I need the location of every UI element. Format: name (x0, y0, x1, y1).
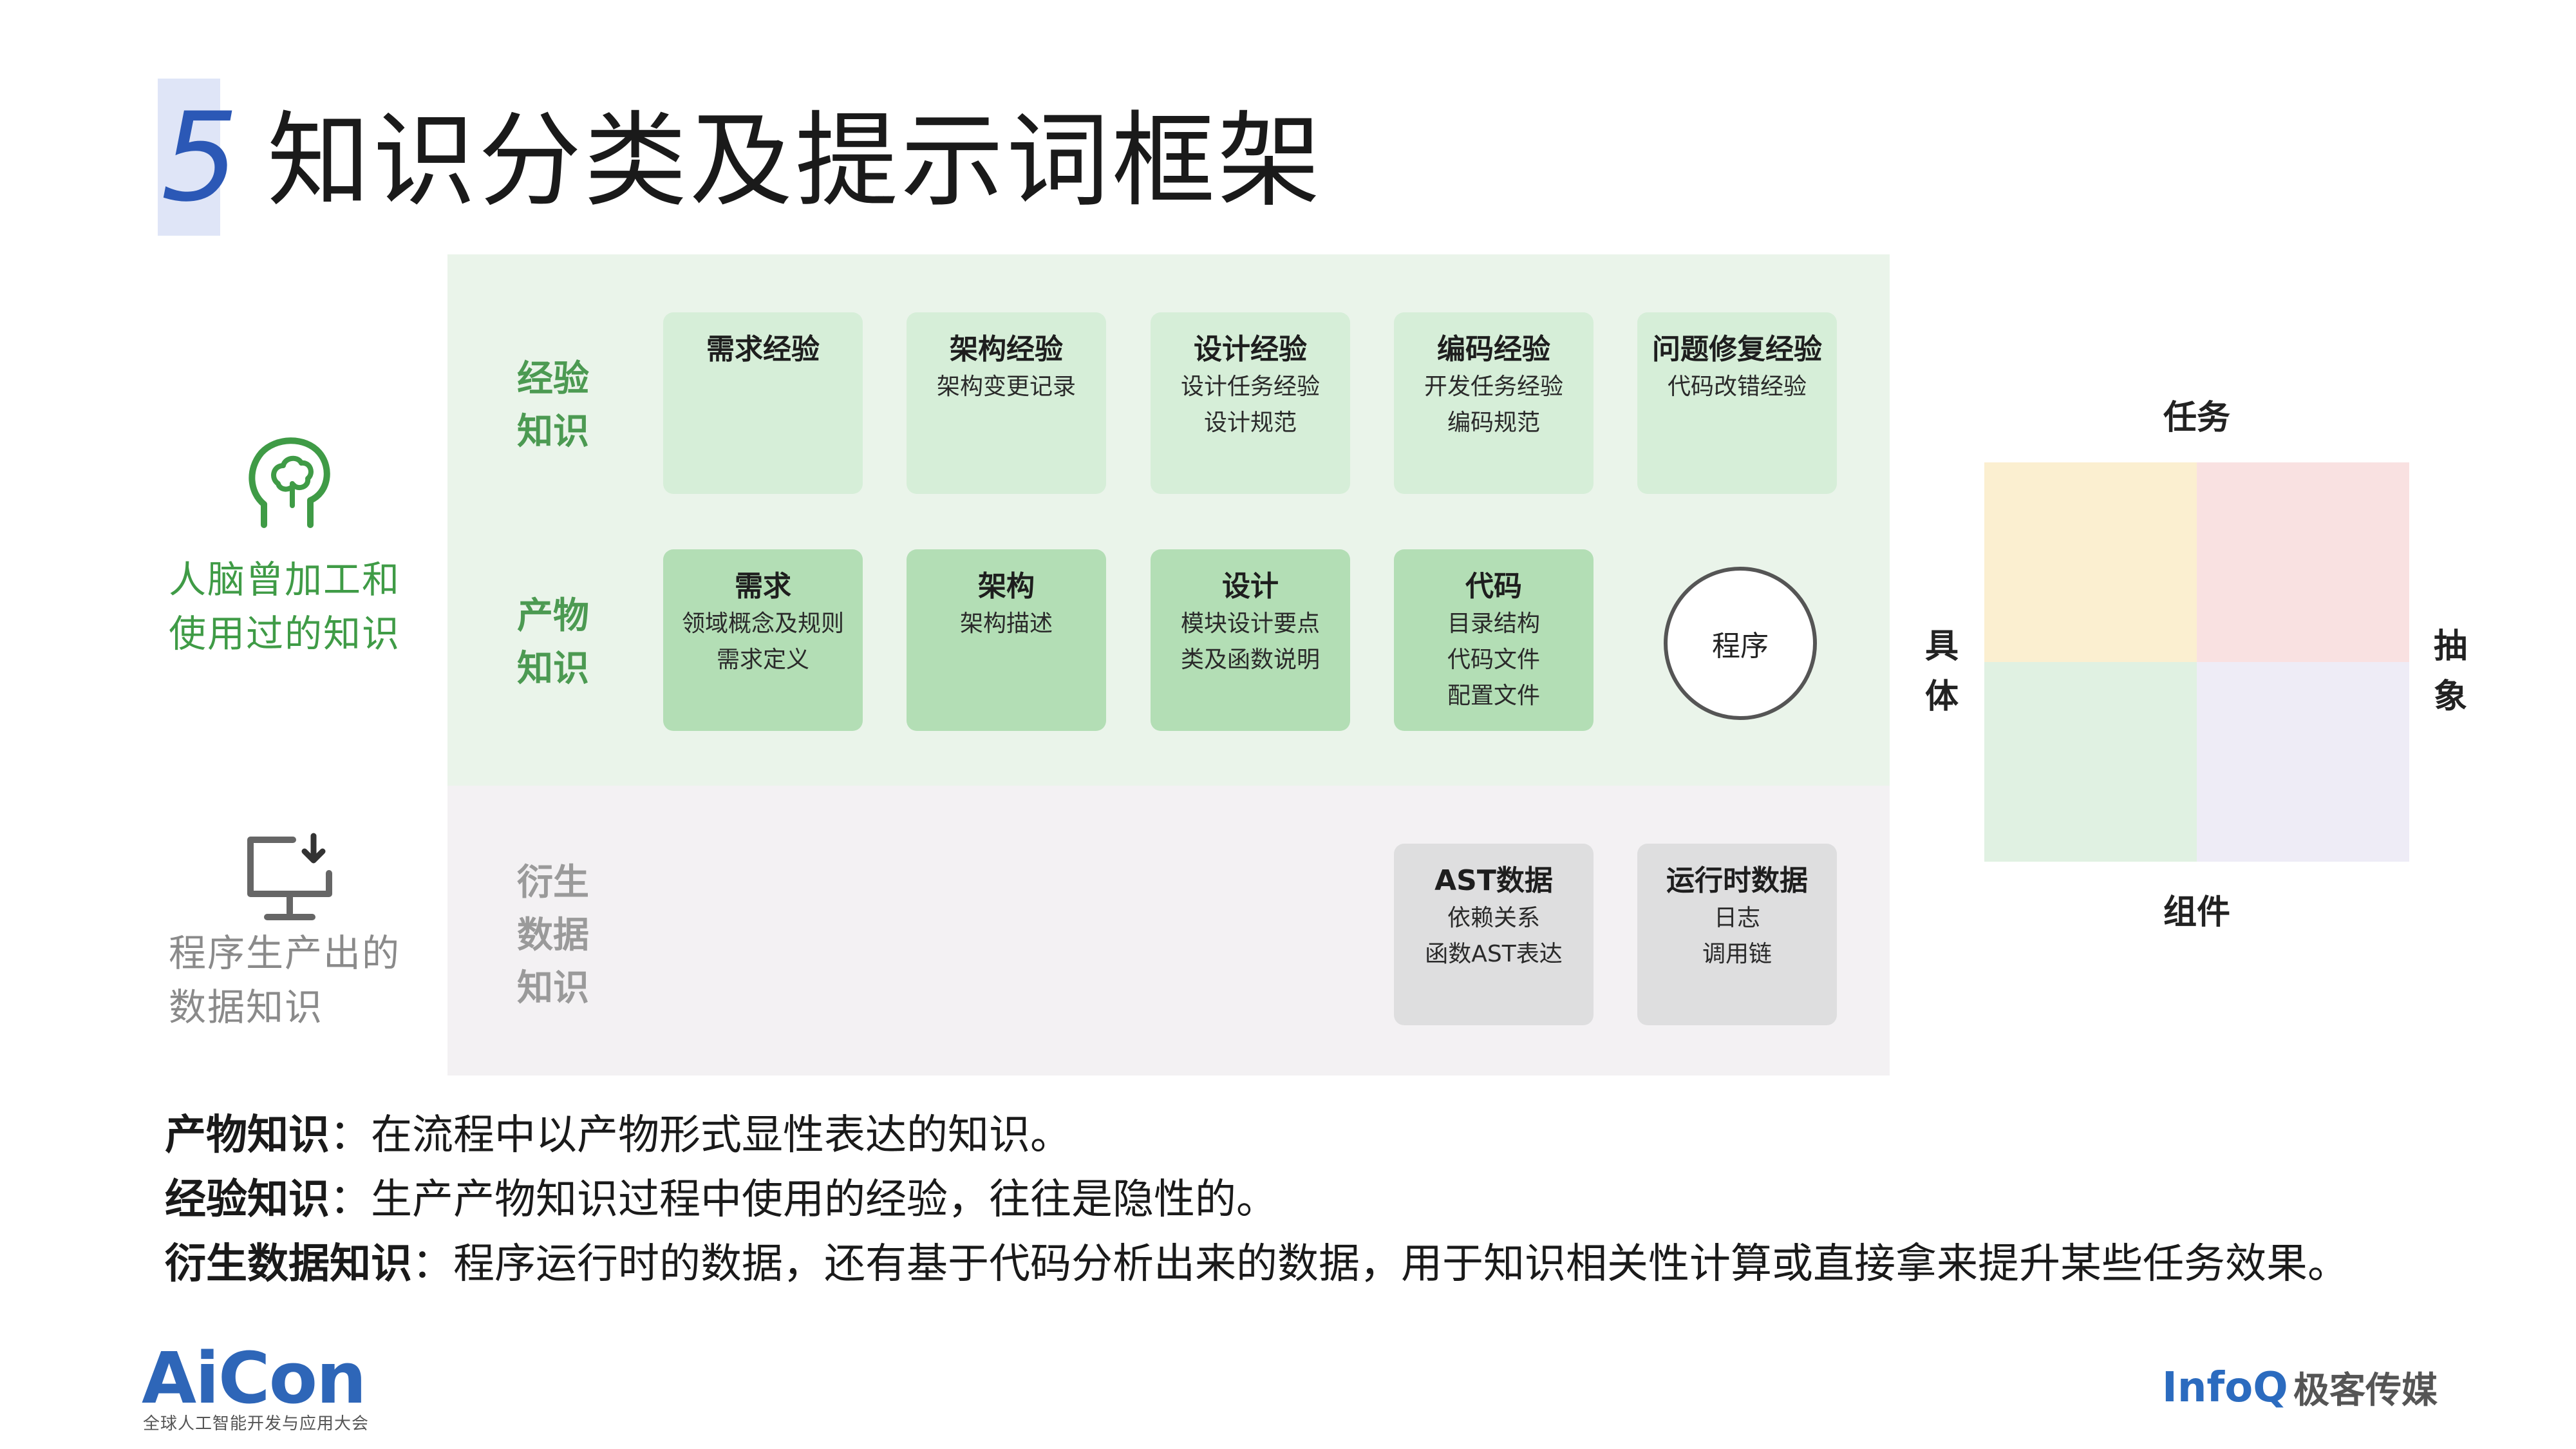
title-number-highlight (158, 79, 220, 236)
human-knowledge-label: 人脑曾加工和 使用过的知识 (169, 558, 401, 656)
title-number: 5 (161, 86, 239, 229)
program-circle: 程序 (1664, 567, 1817, 720)
row-label-artifact: 产物 知识 (517, 595, 589, 690)
card-code-artifact: 代码 目录结构 代码文件 配置文件 (1394, 549, 1594, 731)
card-bugfix-experience: 问题修复经验 代码改错经验 (1637, 312, 1837, 494)
quadrant-top-label: 任务 (2163, 399, 2231, 437)
page-title: 知识分类及提示词框架 (267, 100, 1324, 221)
row-label-derived: 衍生 数据 知识 (517, 862, 589, 1009)
quadrant-cell-concrete-component (1984, 662, 2197, 862)
aicon-logo: AiCon (142, 1337, 366, 1419)
card-runtime-data: 运行时数据 日志 调用链 (1637, 844, 1837, 1025)
card-coding-experience: 编码经验 开发任务经验 编码规范 (1394, 312, 1594, 494)
card-architecture-experience: 架构经验 架构变更记录 (907, 312, 1106, 494)
definition-artifact: 产物知识：在流程中以产物形式显性表达的知识。 (165, 1112, 1071, 1159)
quadrant-cell-concrete-task (1984, 462, 2197, 662)
card-requirement-artifact: 需求 领域概念及规则 需求定义 (663, 549, 863, 731)
row-label-experience: 经验 知识 (517, 358, 589, 453)
brain-head-icon (249, 437, 330, 528)
program-knowledge-label: 程序生产出的 数据知识 (169, 931, 401, 1029)
quadrant-cell-abstract-task (2197, 462, 2409, 662)
geekmedia-logo-text: 极客传媒 (2293, 1370, 2438, 1412)
quadrant-left-label: 具 体 (1925, 627, 1959, 716)
definition-derived: 衍生数据知识：程序运行时的数据，还有基于代码分析出来的数据，用于知识相关性计算或… (165, 1240, 2349, 1288)
card-requirement-experience: 需求经验 (663, 312, 863, 494)
aicon-subtitle: 全球人工智能开发与应用大会 (143, 1414, 370, 1434)
quadrant-bottom-label: 组件 (2163, 893, 2231, 932)
infoq-logo: InfoQ (2162, 1364, 2288, 1412)
definition-experience: 经验知识：生产产物知识过程中使用的经验，往往是隐性的。 (165, 1176, 1277, 1224)
card-ast-data: AST数据 依赖关系 函数AST表达 (1394, 844, 1594, 1025)
card-design-artifact: 设计 模块设计要点 类及函数说明 (1151, 549, 1350, 731)
quadrant-right-label: 抽 象 (2434, 627, 2468, 716)
card-design-experience: 设计经验 设计任务经验 设计规范 (1151, 312, 1350, 494)
monitor-download-icon (247, 833, 332, 920)
card-architecture-artifact: 架构 架构描述 (907, 549, 1106, 731)
quadrant-cell-abstract-component (2197, 662, 2409, 862)
